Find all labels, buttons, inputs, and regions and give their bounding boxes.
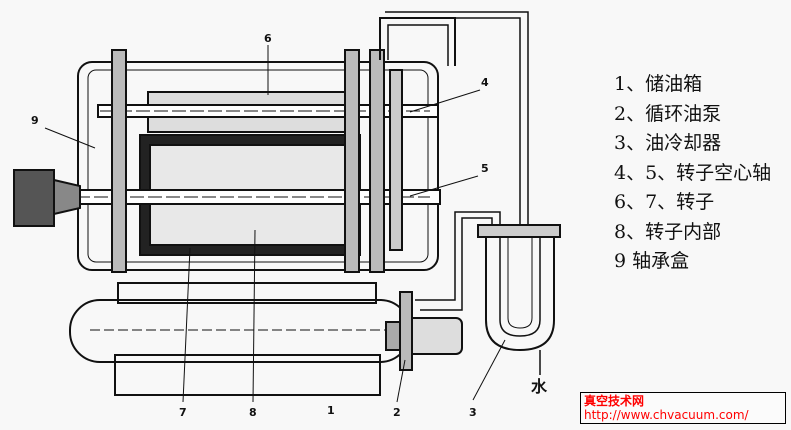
legend-item: 6、7、转子 [614, 191, 715, 213]
watermark-title: 真空技术网 [584, 394, 645, 408]
callout-3: 3 [469, 406, 477, 419]
legend-item: 8、转子内部 [614, 220, 722, 243]
legend-item: 1、储油箱 [614, 73, 703, 95]
parts-legend: 1、储油箱 2、循环油泵 3、油冷却器 4、5、转子空心轴 6、7、转子 8、转… [614, 70, 771, 277]
legend-item: 3、油冷却器 [614, 132, 722, 154]
legend-item: 4、5、转子空心轴 [614, 161, 772, 184]
callout-5: 5 [481, 162, 489, 175]
callout-1: 1 [327, 404, 335, 417]
water-label: 水 [531, 377, 548, 396]
callout-9: 9 [31, 114, 39, 127]
pulley [13, 169, 55, 227]
legend-item: 2、循环油泵 [614, 102, 722, 125]
callout-4: 4 [481, 76, 489, 89]
legend-item: 9 轴承盒 [614, 250, 690, 272]
housing [77, 61, 439, 271]
watermark: 真空技术网 http://www.chvacuum.com/ [580, 392, 786, 424]
callout-6: 6 [264, 32, 272, 45]
watermark-url: http://www.chvacuum.com/ [584, 408, 749, 422]
callout-8: 8 [249, 406, 257, 419]
callout-2: 2 [393, 406, 401, 419]
machine-base [114, 354, 381, 396]
oil-cooler [485, 237, 555, 352]
callout-7: 7 [179, 406, 187, 419]
oil-tank [69, 299, 411, 363]
